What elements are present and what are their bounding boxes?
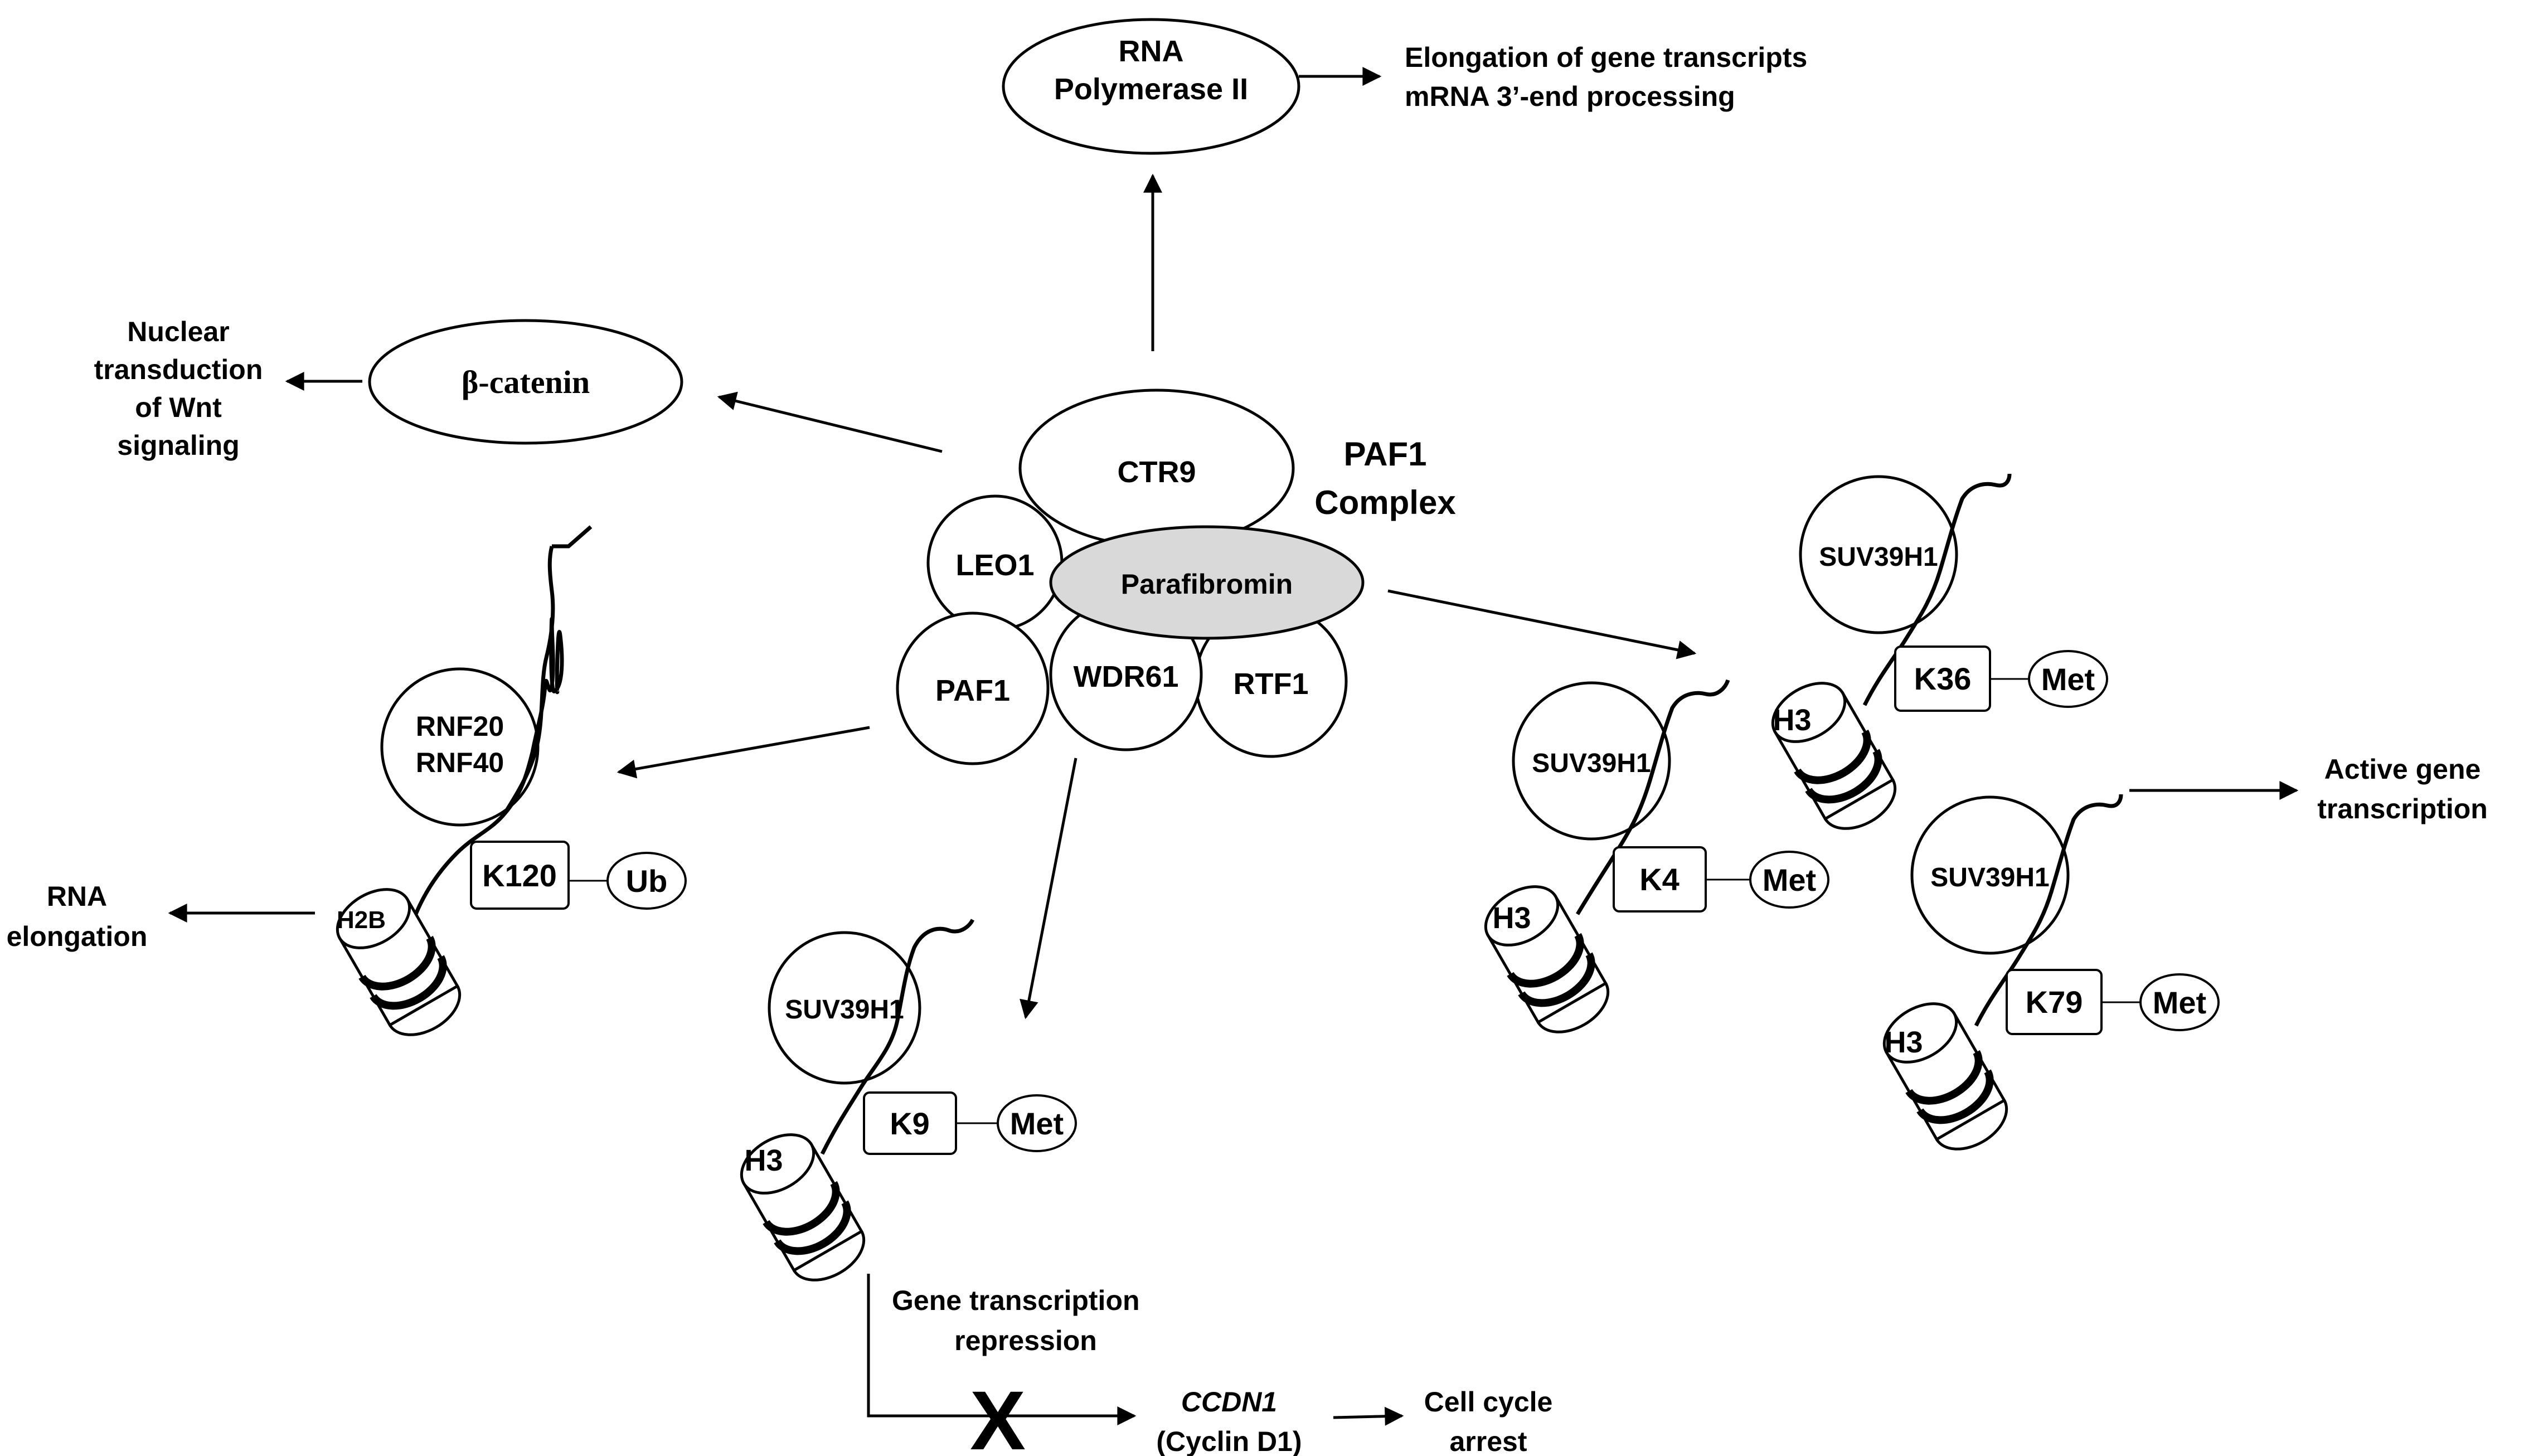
rna-elongation-line1: RNA xyxy=(47,881,107,912)
ctr9-label: CTR9 xyxy=(1117,455,1196,489)
block-x-mark: X xyxy=(970,1374,1026,1456)
arrow-complex-to-beta-catenin xyxy=(717,391,943,453)
parafibromin-label: Parafibromin xyxy=(1121,569,1293,600)
repression-line2: repression xyxy=(954,1325,1097,1356)
met-label-k36: Met xyxy=(2041,662,2095,697)
rnf20-label: RNF20 xyxy=(416,711,504,742)
cell-cycle-line2: arrest xyxy=(1450,1426,1527,1456)
arrow-complex-to-h2b xyxy=(617,726,870,779)
met-label-k9: Met xyxy=(1010,1106,1064,1141)
k36-label: K36 xyxy=(1914,661,1972,696)
leo1-label: LEO1 xyxy=(955,549,1034,582)
h3-label-k9: H3 xyxy=(744,1144,783,1177)
suv39h1-label-k4: SUV39H1 xyxy=(1532,749,1651,778)
wnt-outcome-line1: Nuclear xyxy=(127,316,229,347)
rna-polymerase-ii-node: RNA Polymerase II xyxy=(1002,18,1300,155)
ccdn1-line1: CCDN1 xyxy=(1181,1386,1277,1418)
repression-connector xyxy=(867,1274,1137,1425)
h3-label-k36: H3 xyxy=(1773,703,1811,737)
h2b-histone-group: RNF20 RNF40 H2B K120 Ub xyxy=(336,525,687,1036)
suv39h1-enzyme-k4 xyxy=(1512,681,1671,841)
arrow-complex-to-h3-k9 xyxy=(1020,758,1077,1020)
k4-label: K4 xyxy=(1639,862,1680,897)
arrow-ccdn1-to-cell-cycle xyxy=(1333,1406,1404,1426)
paf1-label: PAF1 xyxy=(935,674,1010,707)
k79-label: K79 xyxy=(2026,984,2083,1020)
h3-k4-histone-group: SUV39H1 H3 K4 Met xyxy=(1484,679,1829,1033)
repression-line1: Gene transcription xyxy=(892,1285,1140,1316)
parafibromin-subunit xyxy=(1049,525,1365,640)
wnt-outcome-line4: signaling xyxy=(117,430,239,461)
suv39h1-enzyme-k9 xyxy=(768,931,921,1085)
paf1-complex-title-line1: PAF1 xyxy=(1344,435,1427,473)
suv39h1-label-k79: SUV39H1 xyxy=(1930,863,2049,892)
beta-catenin-node: β-catenin xyxy=(368,319,683,445)
rtf1-label: RTF1 xyxy=(1234,667,1309,701)
suv39h1-label-k9: SUV39H1 xyxy=(785,995,904,1025)
cell-cycle-line1: Cell cycle xyxy=(1424,1386,1553,1418)
beta-catenin-label: β-catenin xyxy=(462,364,590,400)
ub-label: Ub xyxy=(626,863,668,899)
h3-label-k79: H3 xyxy=(1884,1026,1923,1059)
wnt-outcome-line2: transduction xyxy=(94,354,263,385)
suv39h1-enzyme-k36 xyxy=(1799,475,1958,634)
paf1-complex-title-line2: Complex xyxy=(1314,484,1455,521)
elongation-outcome-line2: mRNA 3’-end processing xyxy=(1405,81,1735,112)
k9-label: K9 xyxy=(890,1106,930,1141)
arrow-complex-to-h3-right xyxy=(1387,589,1697,659)
wnt-outcome-line3: of Wnt xyxy=(135,392,222,423)
rnf40-label: RNF40 xyxy=(416,747,504,778)
met-label-k79: Met xyxy=(2153,985,2206,1020)
h3-k79-histone-group: SUV39H1 H3 K79 Met xyxy=(1882,794,2220,1151)
rna-polymerase-ii-label-line2: Polymerase II xyxy=(1054,72,1248,106)
elongation-outcome-line1: Elongation of gene transcripts xyxy=(1405,42,1807,73)
k120-label: K120 xyxy=(482,858,557,893)
active-transcription-line1: Active gene xyxy=(2324,754,2481,785)
suv39h1-label-k36: SUV39H1 xyxy=(1819,542,1938,572)
h2b-label: H2B xyxy=(337,906,386,934)
rna-elongation-line2: elongation xyxy=(7,921,148,952)
rna-polymerase-ii-label-line1: RNA xyxy=(1119,35,1184,68)
paf1-complex: CTR9 LEO1 PAF1 RTF1 WDR61 Parafibromin P… xyxy=(896,389,1456,765)
met-label-k4: Met xyxy=(1763,862,1816,897)
suv39h1-enzyme-k79 xyxy=(1910,795,2070,955)
wdr61-label: WDR61 xyxy=(1073,660,1178,693)
active-transcription-line2: transcription xyxy=(2317,793,2488,824)
h3-k9-histone-group: SUV39H1 H3 K9 Met xyxy=(740,919,1077,1282)
h3-k36-histone-group: SUV39H1 H3 K36 Met xyxy=(1771,473,2108,830)
h3-label-k4: H3 xyxy=(1492,901,1531,935)
paf1-subunit xyxy=(896,611,1050,765)
ccdn1-line2: (Cyclin D1) xyxy=(1156,1426,1302,1456)
